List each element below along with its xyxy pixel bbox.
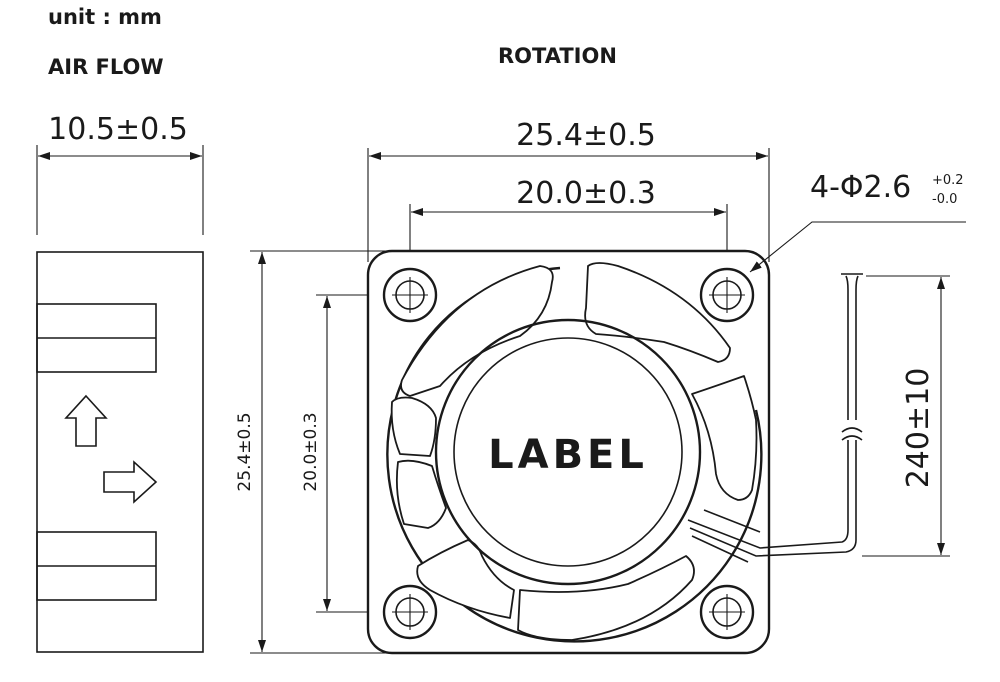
- front-view: 25.4±0.5 20.0±0.3 4-Φ2.6 +0.2 -0.0: [366, 118, 966, 655]
- fan-blade-right: [691, 375, 758, 501]
- lead-length-dimension: 240±10: [901, 368, 936, 489]
- mounting-hole-bottom-left: [382, 584, 438, 640]
- hole-spec: 4-Φ2.6: [810, 170, 911, 205]
- right-arrow-icon: [103, 460, 158, 504]
- up-arrow-icon: [64, 394, 108, 447]
- hole-tolerance-minus: -0.0: [932, 192, 957, 207]
- side-hole-pitch-dimension: 20.0±0.3: [301, 412, 321, 491]
- height-dimensions: 25.4±0.5 20.0±0.3: [235, 250, 390, 654]
- hole-leader-line: [749, 221, 966, 273]
- unit-label: unit : mm: [48, 5, 162, 29]
- fan-blade-left-upper: [390, 396, 437, 457]
- fan-blade-left-lower: [395, 459, 447, 529]
- front-hole-pitch-dimension: 20.0±0.3: [516, 176, 656, 211]
- thickness-dimension: 10.5±0.5: [48, 112, 188, 147]
- mounting-hole-top-left: [382, 267, 438, 323]
- hub-label: LABEL: [488, 432, 648, 478]
- hub-inner: [453, 337, 683, 567]
- fan-blade-bottom-left: [416, 539, 515, 619]
- fan-blade-bottom: [517, 555, 695, 641]
- side-view: 10.5±0.5: [36, 112, 204, 653]
- mounting-hole-top-right: [699, 267, 755, 323]
- rotation-label: ROTATION: [498, 44, 617, 68]
- mounting-hole-bottom-right: [699, 584, 755, 640]
- fan-blade-top-left: [400, 265, 554, 397]
- side-body: [36, 251, 204, 653]
- fan-blade-top-right: [584, 262, 731, 363]
- fan-frame: [366, 249, 771, 655]
- height-dimension: 25.4±0.5: [235, 412, 255, 491]
- cable: [687, 273, 863, 563]
- hub-outer: [434, 318, 702, 586]
- airflow-label: AIR FLOW: [48, 55, 164, 79]
- hole-tolerance-plus: +0.2: [932, 173, 964, 188]
- width-dimension: 25.4±0.5: [516, 118, 656, 153]
